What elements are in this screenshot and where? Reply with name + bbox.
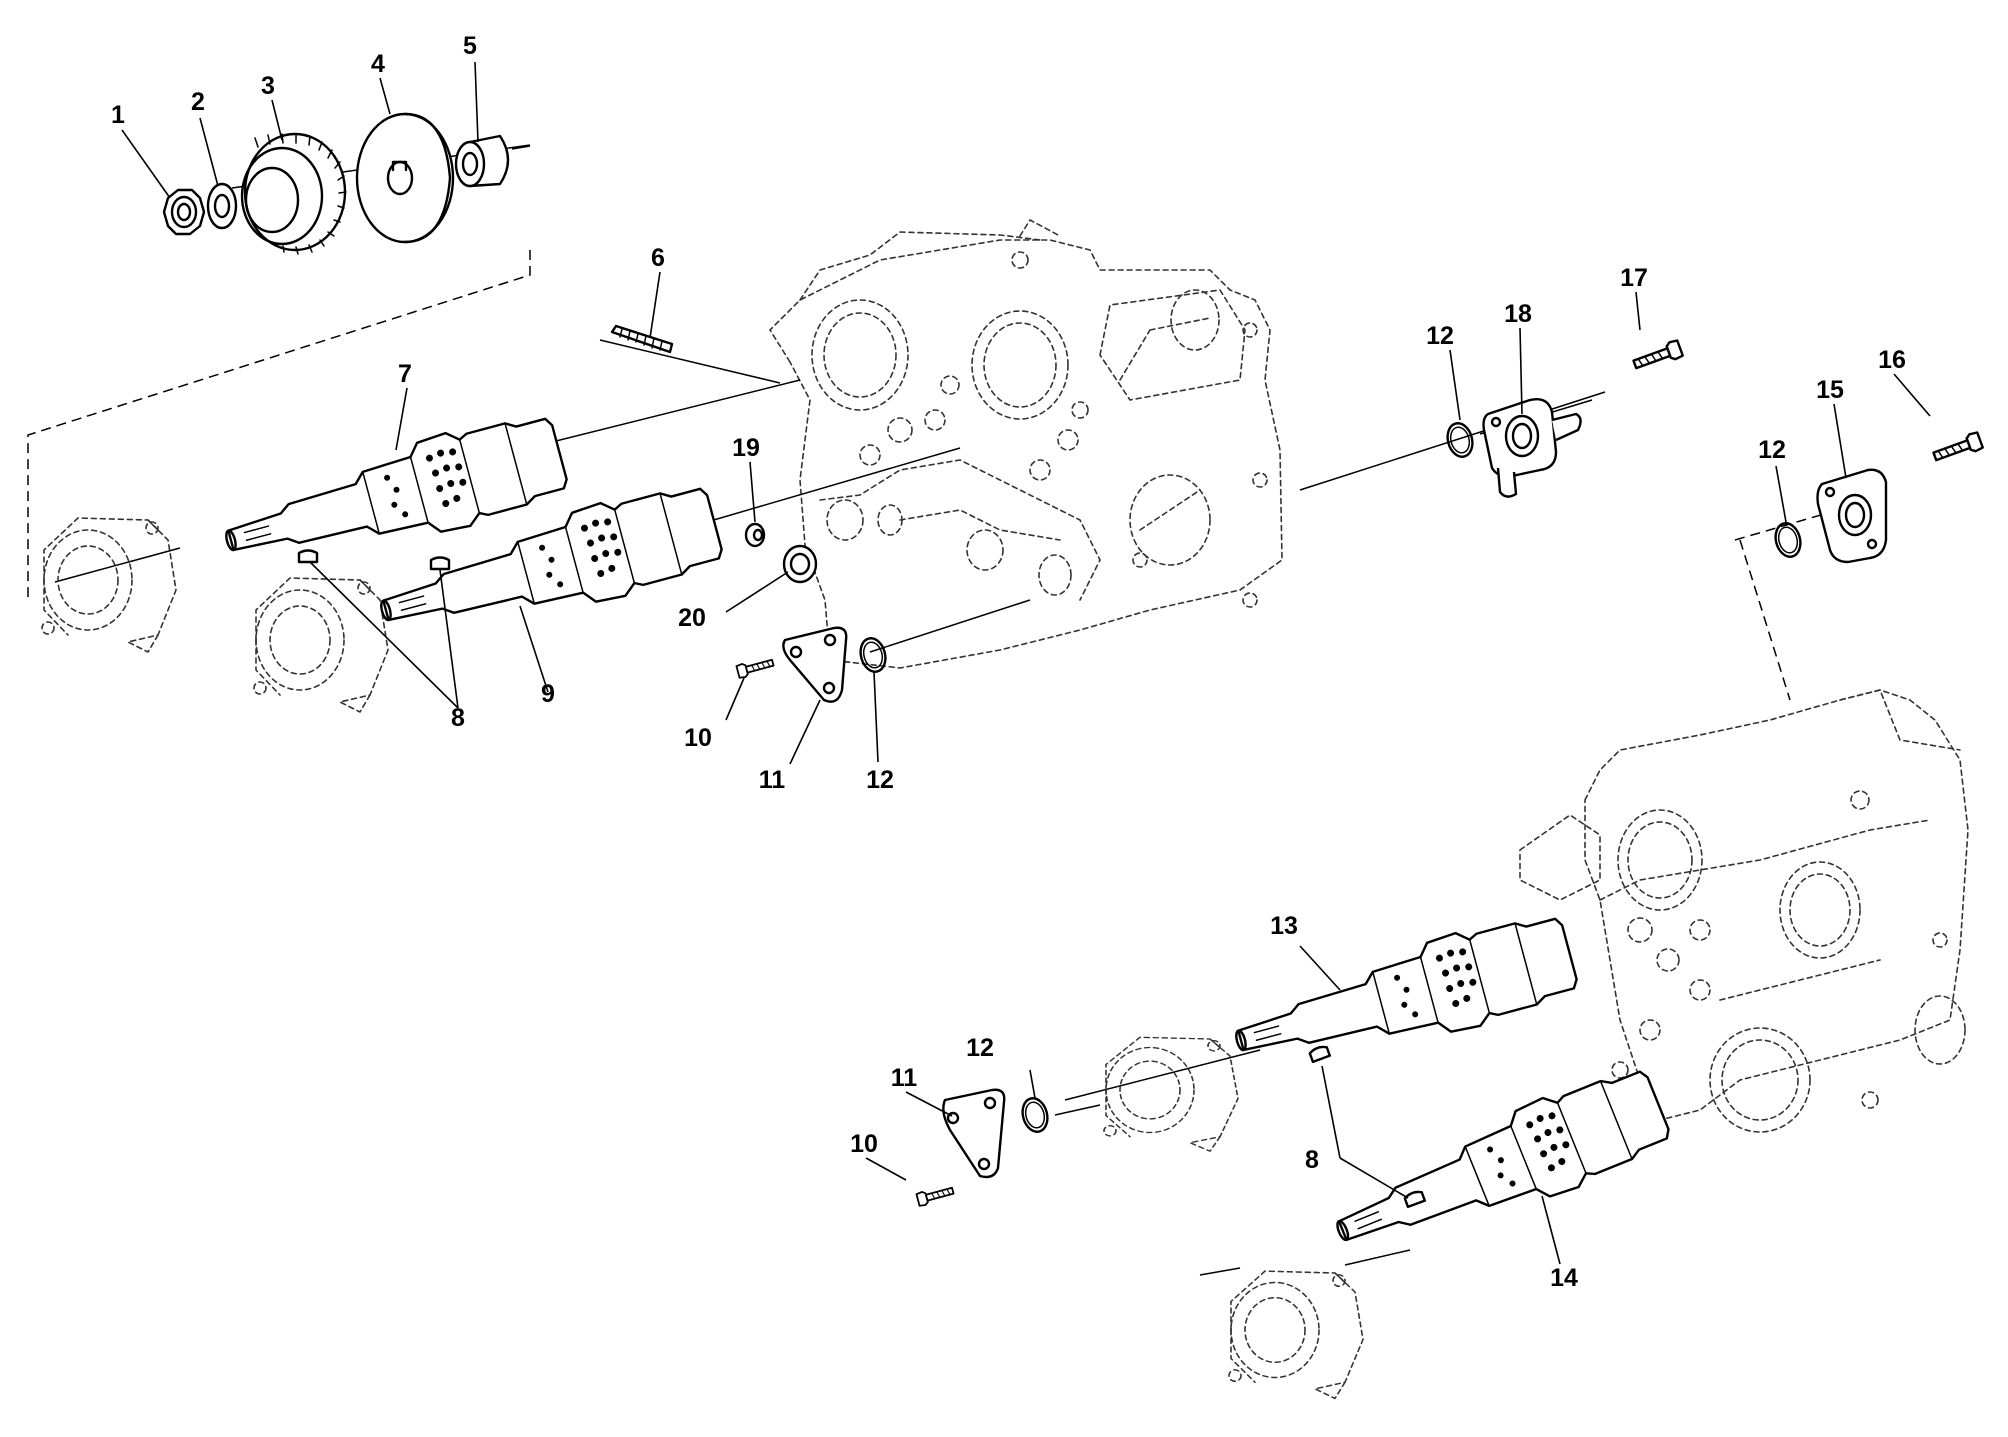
part-14-camshaft	[1319, 1057, 1678, 1278]
part-5-bushing	[454, 134, 510, 188]
callout-18: 18	[1504, 300, 1532, 328]
callout-8-upper: 8	[451, 704, 465, 732]
part-10-screw-upper	[735, 655, 776, 680]
callout-10-upper: 10	[684, 724, 712, 752]
callout-12-sensor: 12	[1426, 322, 1454, 350]
callout-9: 9	[541, 680, 555, 708]
part-12-oring-sensor	[1442, 419, 1478, 461]
part-10-screw-lower	[915, 1183, 956, 1208]
part-20-bushing	[782, 544, 818, 584]
part-11-cover-plate-lower	[942, 1088, 1006, 1179]
callout-15: 15	[1816, 376, 1844, 404]
bearing-cap-lower-left	[1228, 1270, 1364, 1400]
leader-lines	[121, 61, 1931, 1265]
callout-13: 13	[1270, 912, 1298, 940]
bearing-cap-middle-left	[253, 577, 389, 713]
callout-5: 5	[463, 32, 477, 60]
callout-12-right: 12	[1758, 436, 1786, 464]
callout-6: 6	[651, 244, 665, 272]
callout-19: 19	[732, 434, 760, 462]
callout-2: 2	[191, 88, 205, 116]
callout-11-upper: 11	[759, 766, 786, 794]
callout-4: 4	[371, 50, 385, 78]
part-1-nut	[162, 188, 206, 236]
part-11-cover-plate-upper	[782, 626, 848, 703]
part-17-bolt	[1630, 338, 1685, 375]
part-15-sensor-housing	[1816, 468, 1888, 564]
callout-14: 14	[1550, 1264, 1578, 1292]
part-6-stud	[610, 324, 674, 354]
part-12-oring-lower	[1017, 1094, 1053, 1136]
part-16-bolt	[1930, 430, 1985, 467]
callout-17: 17	[1620, 264, 1648, 292]
callout-20: 20	[678, 604, 706, 632]
callout-16: 16	[1878, 346, 1906, 374]
part-8-key-a	[297, 549, 319, 564]
callout-11-lower: 11	[891, 1064, 918, 1092]
bearing-cap-lower-middle	[1103, 1036, 1239, 1152]
callout-labels: 1 2 3 4 5 6 7 8 8 9 10 10 11 11 12 12 12…	[111, 32, 1906, 1292]
part-2-washer	[206, 182, 238, 230]
callout-3: 3	[261, 72, 275, 100]
callout-12-lower: 12	[966, 1034, 994, 1062]
part-8-key-b	[429, 556, 451, 571]
callout-7: 7	[398, 360, 412, 388]
callout-10-lower: 10	[850, 1130, 878, 1158]
part-18-sensor-housing	[1482, 398, 1582, 498]
part-19-plug	[744, 522, 766, 548]
part-3-toothed-pulley	[240, 132, 347, 255]
callout-1: 1	[111, 101, 125, 129]
callout-8-lower: 8	[1305, 1146, 1319, 1174]
part-12-oring-upper-a	[855, 634, 891, 676]
bearing-cap-upper-left	[41, 517, 177, 653]
part-4-disc	[355, 112, 455, 244]
callout-12-upper: 12	[866, 766, 894, 794]
cylinder-head-lower-outline	[1519, 689, 1969, 1133]
part-8-key-c	[1307, 1043, 1332, 1064]
part-12-oring-right	[1770, 519, 1806, 561]
